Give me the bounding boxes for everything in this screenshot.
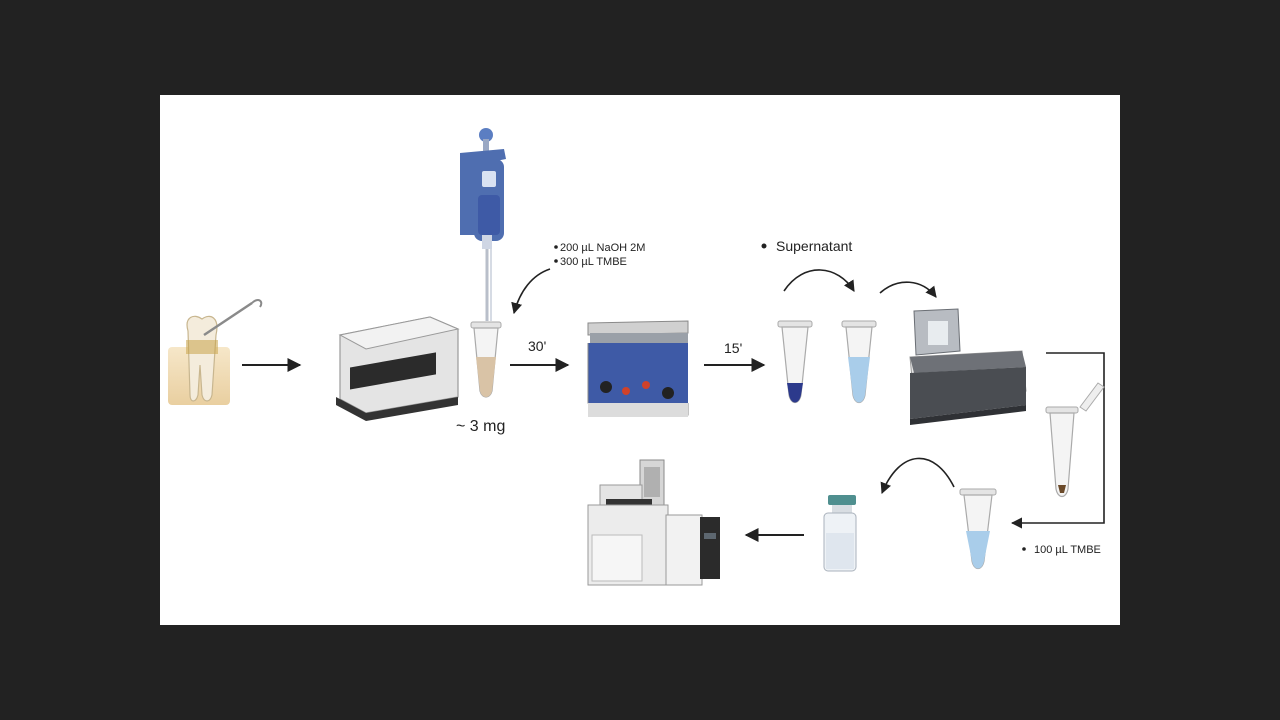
vial-icon bbox=[823, 495, 857, 572]
tmbe-tube-icon bbox=[959, 488, 997, 570]
diagram-panel: 200 µL NaOH 2M 300 µL TMBE ~ 3 mg 30' 15… bbox=[160, 95, 1120, 625]
connector-line bbox=[1010, 352, 1105, 529]
bullet-supernatant bbox=[761, 243, 767, 249]
supernatant-label: Supernatant bbox=[776, 238, 852, 254]
evaporator-icon bbox=[909, 308, 1027, 425]
ultrasonic-bath-icon bbox=[587, 320, 689, 417]
bullet-1 bbox=[554, 245, 558, 249]
arrow-tube-to-vial bbox=[880, 457, 955, 495]
pipette-icon bbox=[460, 128, 506, 321]
tooth-icon bbox=[168, 299, 263, 405]
arrow-tube-to-evaporator bbox=[879, 281, 937, 298]
residue-tube-icon bbox=[1045, 382, 1105, 498]
gcms-instrument-icon bbox=[587, 459, 720, 586]
workflow-diagram: 200 µL NaOH 2M 300 µL TMBE ~ 3 mg 30' 15… bbox=[168, 128, 1105, 586]
arrow-pellet-to-supernatant bbox=[783, 269, 855, 292]
reagent-label-2: 300 µL TMBE bbox=[560, 256, 627, 268]
pellet-tube-icon bbox=[777, 320, 813, 404]
mill-icon bbox=[336, 316, 460, 421]
bullet-3 bbox=[1022, 547, 1026, 551]
reagent-label-3: 100 µL TMBE bbox=[1034, 544, 1101, 556]
bullet-2 bbox=[554, 259, 558, 263]
arrow-reagents-to-tube bbox=[511, 268, 551, 315]
sample-mass-label: ~ 3 mg bbox=[456, 418, 505, 435]
supernatant-tube-icon bbox=[841, 320, 877, 404]
time-label-30: 30' bbox=[528, 338, 546, 354]
sample-tube-icon bbox=[470, 321, 502, 398]
reagent-label-1: 200 µL NaOH 2M bbox=[560, 242, 645, 254]
time-label-15: 15' bbox=[724, 340, 742, 356]
